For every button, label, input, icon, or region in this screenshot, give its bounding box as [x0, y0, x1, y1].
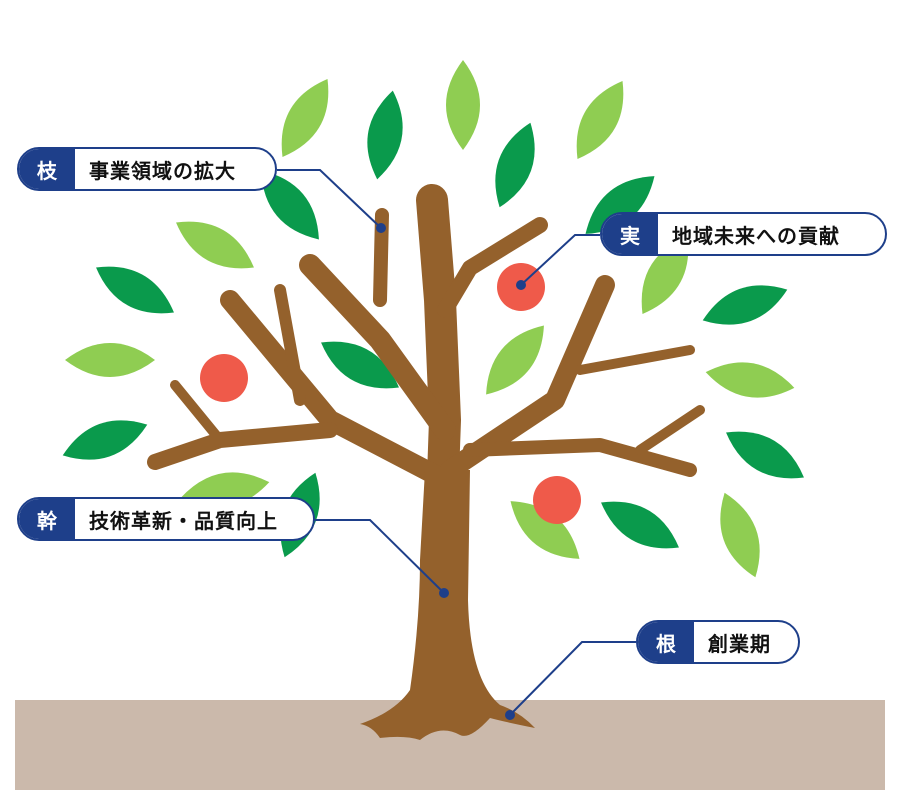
leaf — [510, 501, 580, 559]
label-trunk: 幹 技術革新・品質向上 — [17, 497, 315, 541]
leaf — [601, 501, 679, 549]
leaf — [585, 176, 655, 234]
leaf — [486, 325, 544, 395]
leaf — [576, 81, 624, 159]
leaf — [62, 420, 148, 460]
leaf — [96, 266, 174, 314]
leaf — [705, 362, 795, 398]
leaf — [261, 170, 319, 240]
label-text: 創業期 — [708, 631, 771, 656]
label-tag: 実 — [602, 214, 658, 254]
label-fruit: 実 地域未来への貢献 — [600, 212, 887, 256]
label-text: 技術革新・品質向上 — [89, 508, 278, 533]
trunk-base — [360, 470, 535, 740]
leaf — [65, 343, 155, 377]
fruit — [533, 476, 581, 524]
leaf — [446, 60, 480, 150]
leaf — [281, 79, 329, 157]
label-tag: 幹 — [19, 499, 75, 539]
label-tag: 根 — [638, 622, 694, 662]
label-tag: 枝 — [19, 149, 75, 189]
leaf — [321, 341, 399, 389]
label-text: 事業領域の拡大 — [89, 158, 236, 183]
connectors — [277, 169, 636, 716]
leaf — [726, 431, 804, 479]
label-root: 根 創業期 — [636, 620, 800, 664]
leaf — [495, 122, 535, 208]
leaf — [720, 492, 760, 578]
leaf — [367, 90, 403, 180]
label-branch: 枝 事業領域の拡大 — [17, 147, 277, 191]
leaf — [176, 221, 254, 269]
label-text: 地域未来への貢献 — [672, 223, 840, 248]
connector-dots — [376, 223, 526, 720]
fruit — [200, 354, 248, 402]
leaf — [702, 285, 788, 325]
